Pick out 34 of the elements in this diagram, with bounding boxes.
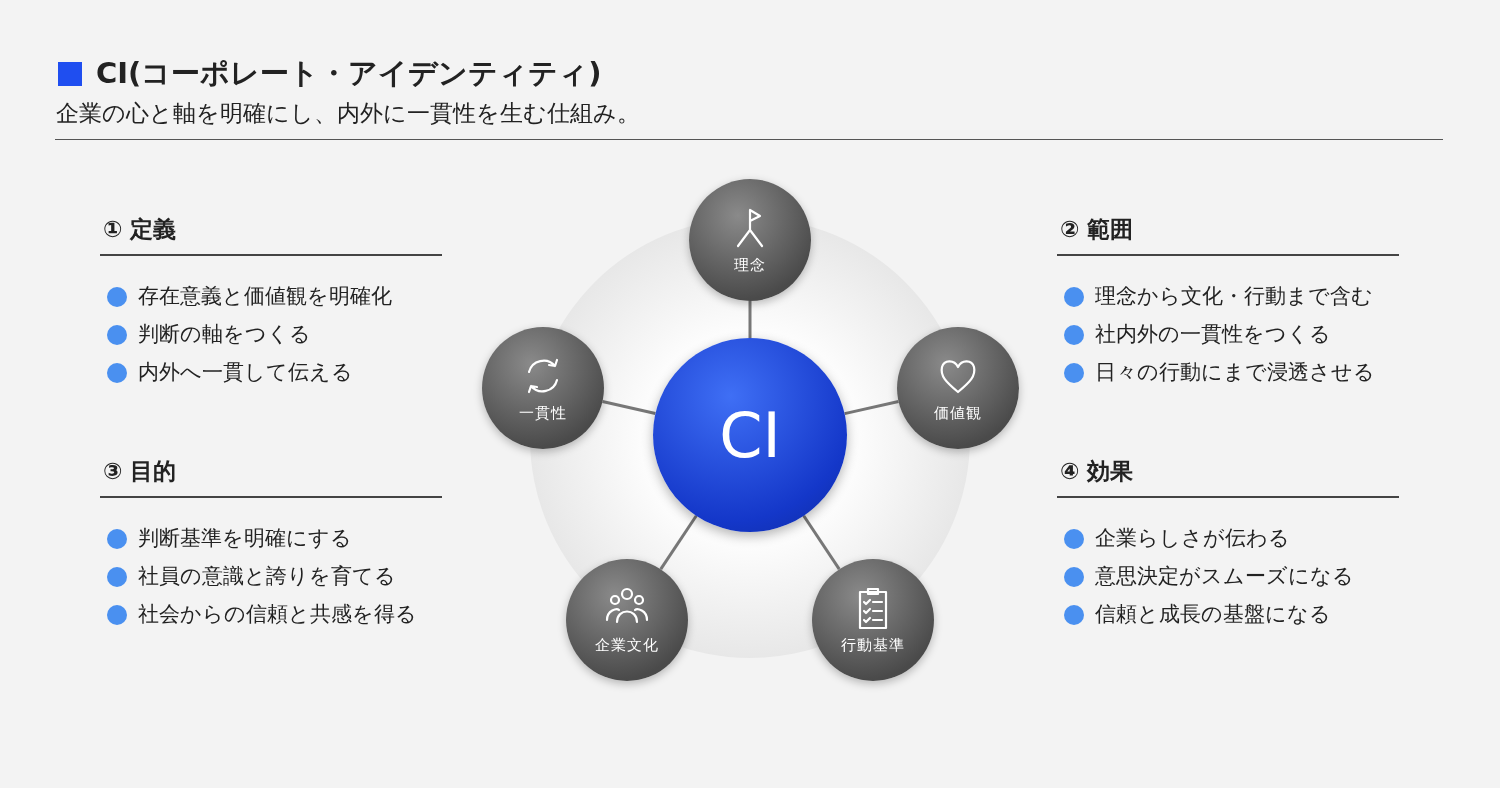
list-item-text: 社会からの信頼と共感を得る [138,601,417,628]
node-label: 価値観 [934,403,982,423]
spoke-circle [566,559,688,681]
section-heading: ① 定義 [103,215,177,244]
spoke-circle [689,179,811,301]
title: CI(コーポレート・アイデンティティ) [96,55,602,92]
spoke-circle [897,327,1019,449]
list-item-text: 判断基準を明確にする [138,525,352,552]
list-item-text: 信頼と成長の基盤になる [1095,601,1331,628]
spoke-circle [482,327,604,449]
connector-line [602,400,656,415]
spoke-circle [812,559,934,681]
connector-line [844,399,899,416]
node-label: 企業文化 [595,635,659,655]
node-label: 行動基準 [841,635,905,655]
list-item-text: 存在意義と価値観を明確化 [138,283,392,310]
connector-line [802,514,841,571]
list-item-text: 判断の軸をつくる [138,321,311,348]
list-item-text: 企業らしさが伝わる [1095,525,1290,552]
connector-line [748,301,752,338]
connector-line [659,514,698,571]
section-heading: ③ 目的 [103,457,177,486]
list-item-text: 内外へ一貫して伝える [138,359,353,386]
node-label: 理念 [734,255,766,275]
node-label: CI [719,398,781,472]
section-heading: ② 範囲 [1060,215,1134,244]
node-label: 一貫性 [519,403,567,423]
list-item-text: 日々の行動にまで浸透させる [1095,359,1375,386]
subtitle: 企業の心と軸を明確にし、内外に一貫性を生む仕組み。 [56,99,640,128]
section-heading: ④ 効果 [1060,457,1134,486]
list-item-text: 意思決定がスムーズになる [1095,563,1354,590]
list-item-text: 社内外の一貫性をつくる [1095,321,1331,348]
list-item-text: 社員の意識と誇りを育てる [138,563,396,590]
list-item-text: 理念から文化・行動まで含む [1095,283,1373,310]
